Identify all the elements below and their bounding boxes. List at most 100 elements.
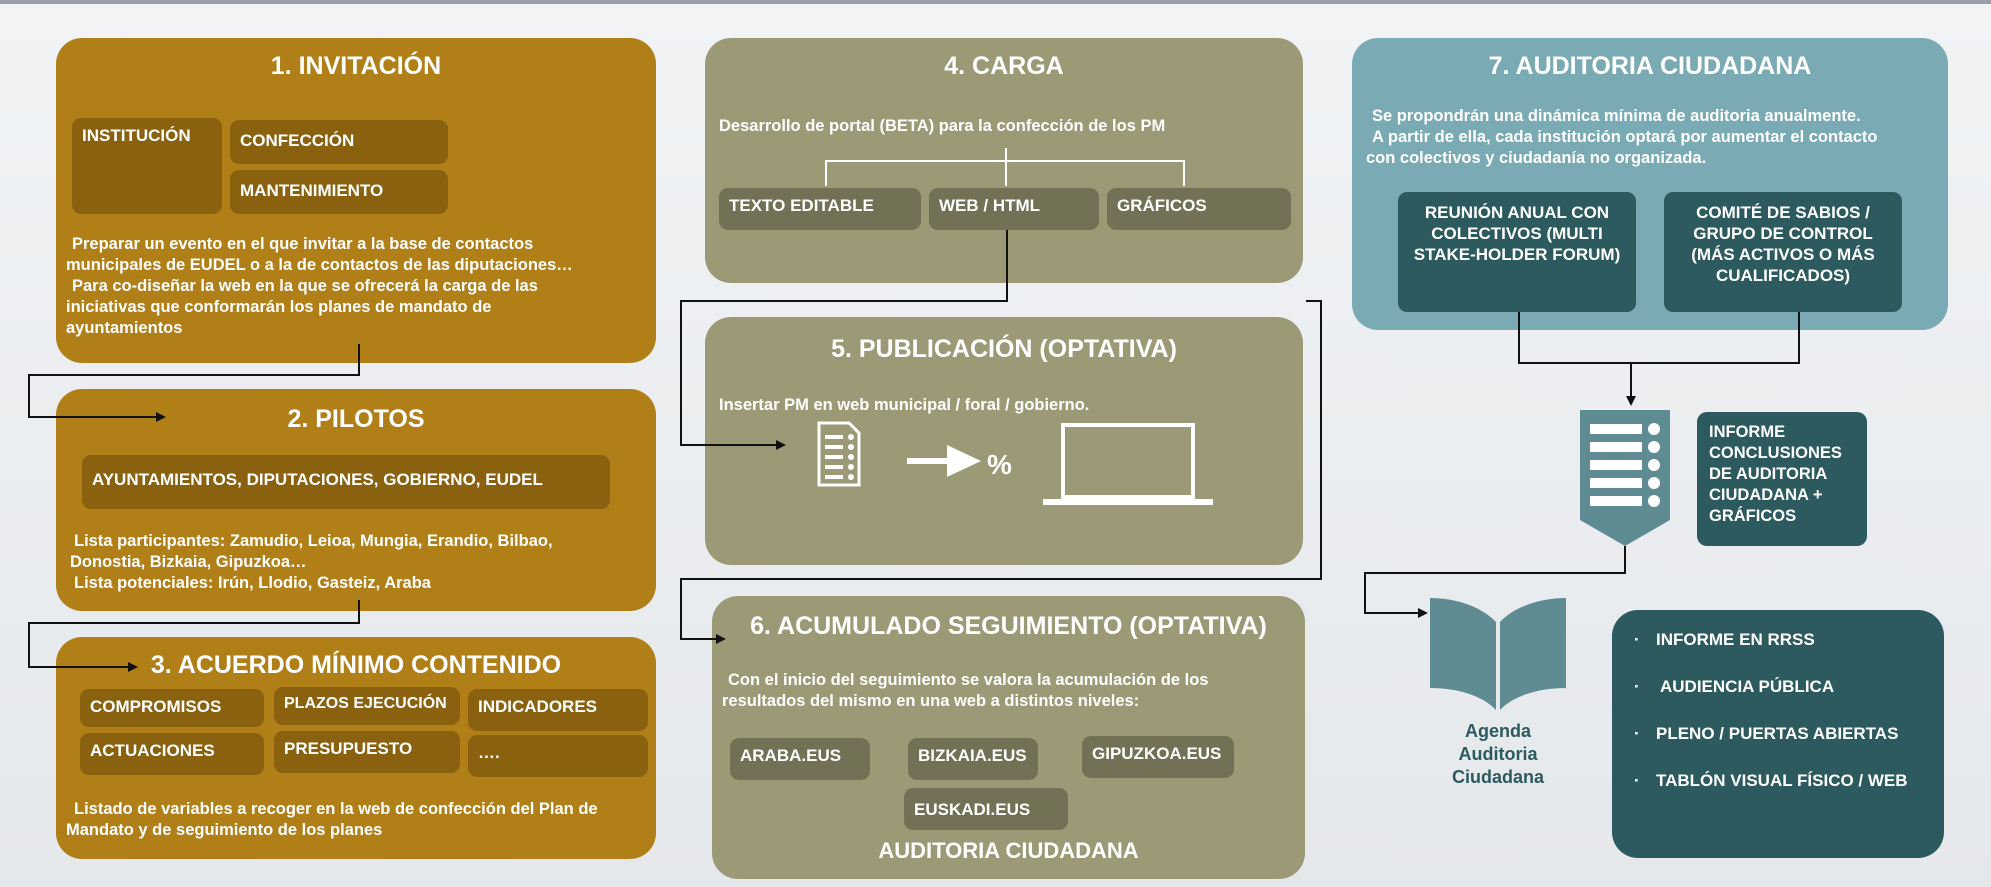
connector-2-3 [28,622,360,624]
chip-participantes: AYUNTAMIENTOS, DIPUTACIONES, GOBIERNO, E… [82,455,610,509]
bullet-icon: · [1634,724,1640,743]
connector-7-informe [1630,362,1632,398]
connector-4-5 [680,444,778,446]
panel-canales: ·INFORME EN RRSS ·AUDIENCIA PÚBLICA ·PLE… [1612,610,1944,858]
connector-1-2 [28,416,158,418]
laptop-icon [1043,423,1213,505]
text-line: Se propondrán una dinámica mínima de aud… [1372,107,1861,125]
chip-line: CUALIFICADOS) [1715,266,1851,285]
pilotos-text: Lista participantes: Zamudio, Leioa, Mun… [70,531,650,594]
text-line: Preparar un evento en el que invitar a l… [72,235,534,253]
invitacion-text: Preparar un evento en el que invitar a l… [66,234,650,339]
channel-item: · PLENO / PUERTAS ABIERTAS [1634,724,1944,771]
panel-publicacion: 5. PUBLICACIÓN (OPTATIVA) Insertar PM en… [705,317,1303,565]
chip-presupuesto: PRESUPUESTO [274,731,460,773]
panel-title: 4. CARGA [944,52,1064,80]
text-line: Para co-diseñar la web en la que se ofre… [72,277,538,295]
text-line: Lista participantes: Zamudio, Leioa, Mun… [74,532,553,550]
branch-connector [1005,148,1007,186]
connector-arrowhead [128,662,138,672]
connector-5-6 [680,638,720,640]
panel-pilotos: 2. PILOTOS AYUNTAMIENTOS, DIPUTACIONES, … [56,389,656,611]
chip-institucion: INSTITUCIÓN [72,118,222,214]
text-line: Con el inicio del seguimiento se valora … [728,671,1209,689]
acumulado-footer: AUDITORIA CIUDADANA [878,838,1139,863]
connector-4-5 [680,300,1008,302]
connector-informe-agenda [1364,612,1420,614]
informe-line: DE AUDITORIA [1709,465,1828,483]
chip-bizkaia: BIZKAIA.EUS [908,738,1038,780]
chip-web-html: WEB / HTML [929,188,1099,230]
panel-title: 7. AUDITORIA CIUDADANA [1488,52,1812,80]
connector-7-informe [1798,312,1800,364]
percent-symbol: % [987,449,1012,480]
chip-gipuzkoa: GIPUZKOA.EUS [1082,736,1234,778]
connector-5-6 [1320,300,1322,578]
connector-2-3 [358,600,360,624]
text-line: resultados del mismo en una web a distin… [722,692,1140,710]
chip-line: REUNIÓN ANUAL CON [1424,203,1610,222]
text-line: Mandato y de seguimiento de los planes [66,821,383,839]
connector-arrowhead [716,634,726,644]
panel-acuerdo: 3. ACUERDO MÍNIMO CONTENIDO COMPROMISOS … [56,637,656,859]
channel-list: ·INFORME EN RRSS ·AUDIENCIA PÚBLICA ·PLE… [1634,630,1944,818]
text-line: ayuntamientos [66,319,183,337]
panel-invitacion: 1. INVITACIÓN INSTITUCIÓN CONFECCIÓN MAN… [56,38,656,363]
agenda-line: Auditoria [1458,744,1538,764]
panel-title: 6. ACUMULADO SEGUIMIENTO (OPTATIVA) [750,612,1267,640]
panel-auditoria: 7. AUDITORIA CIUDADANA Se propondrán una… [1352,38,1948,330]
bullet-icon: · [1634,630,1640,649]
panel-title: 1. INVITACIÓN [270,52,442,80]
channel-label: AUDIENCIA PÚBLICA [1660,677,1835,696]
document-list-icon [817,421,861,487]
chip-ellipsis: …. [468,735,648,777]
auditoria-text: Se propondrán una dinámica mínima de aud… [1366,106,1942,169]
connector-arrowhead [156,412,166,422]
branch-connector [825,160,1183,162]
channel-item: ·TABLÓN VISUAL FÍSICO / WEB [1634,771,1944,818]
channel-label: INFORME EN RRSS [1656,630,1815,649]
agenda-line: Agenda [1464,721,1531,741]
text-line: Listado de variables a recoger en la web… [74,800,598,818]
chip-texto-editable: TEXTO EDITABLE [719,188,921,230]
arrow-right-icon [907,445,981,477]
panel-title: 2. PILOTOS [287,405,425,433]
report-checklist-icon [1580,410,1670,546]
text-line: Lista potenciales: Irún, Llodio, Gasteiz… [74,574,431,592]
panel-acumulado: 6. ACUMULADO SEGUIMIENTO (OPTATIVA) Con … [712,596,1305,879]
text-line: municipales de EUDEL o a la de contactos… [66,256,573,274]
connector-informe-agenda [1624,546,1626,574]
agenda-line: Ciudadana [1451,767,1544,787]
chip-line: STAKE-HOLDER FORUM) [1413,245,1621,264]
chip-line: (MÁS ACTIVOS O MÁS [1691,245,1875,264]
chip-comite-sabios: COMITÉ DE SABIOS / GRUPO DE CONTROL (MÁS… [1664,192,1902,312]
open-book-icon [1430,598,1566,710]
chip-confeccion: CONFECCIÓN [230,120,448,164]
connector-1-2 [358,344,360,374]
informe-line: GRÁFICOS [1709,507,1797,525]
acumulado-text: Con el inicio del seguimiento se valora … [722,670,1292,712]
bullet-icon: · [1634,771,1640,790]
channel-item: ·AUDIENCIA PÚBLICA [1634,677,1944,724]
chip-plazos: PLAZOS EJECUCIÓN [274,687,460,725]
panel-title: 3. ACUERDO MÍNIMO CONTENIDO [150,651,562,679]
connector-5-6 [1306,300,1322,302]
chip-araba: ARABA.EUS [730,738,870,780]
connector-4-5 [1006,230,1008,300]
chip-line: GRUPO DE CONTROL [1693,224,1873,243]
connector-arrowhead [1418,608,1428,618]
connector-4-5 [680,300,682,446]
publicacion-text: Insertar PM en web municipal / foral / g… [719,396,1090,414]
channel-label: PLENO / PUERTAS ABIERTAS [1656,724,1899,743]
channel-item: · INFORME EN RRSS [1634,630,1944,677]
connector-2-3 [28,622,30,668]
chip-compromisos: COMPROMISOS [80,689,264,727]
connector-5-6 [680,578,1322,580]
acuerdo-text: Listado de variables a recoger en la web… [66,799,650,841]
connector-informe-agenda [1364,572,1366,614]
panel-carga: 4. CARGA Desarrollo de portal (BETA) par… [705,38,1303,283]
informe-line: INFORME [1709,423,1786,441]
connector-arrowhead [776,440,786,450]
panel-title: 5. PUBLICACIÓN (OPTATIVA) [831,335,1177,363]
